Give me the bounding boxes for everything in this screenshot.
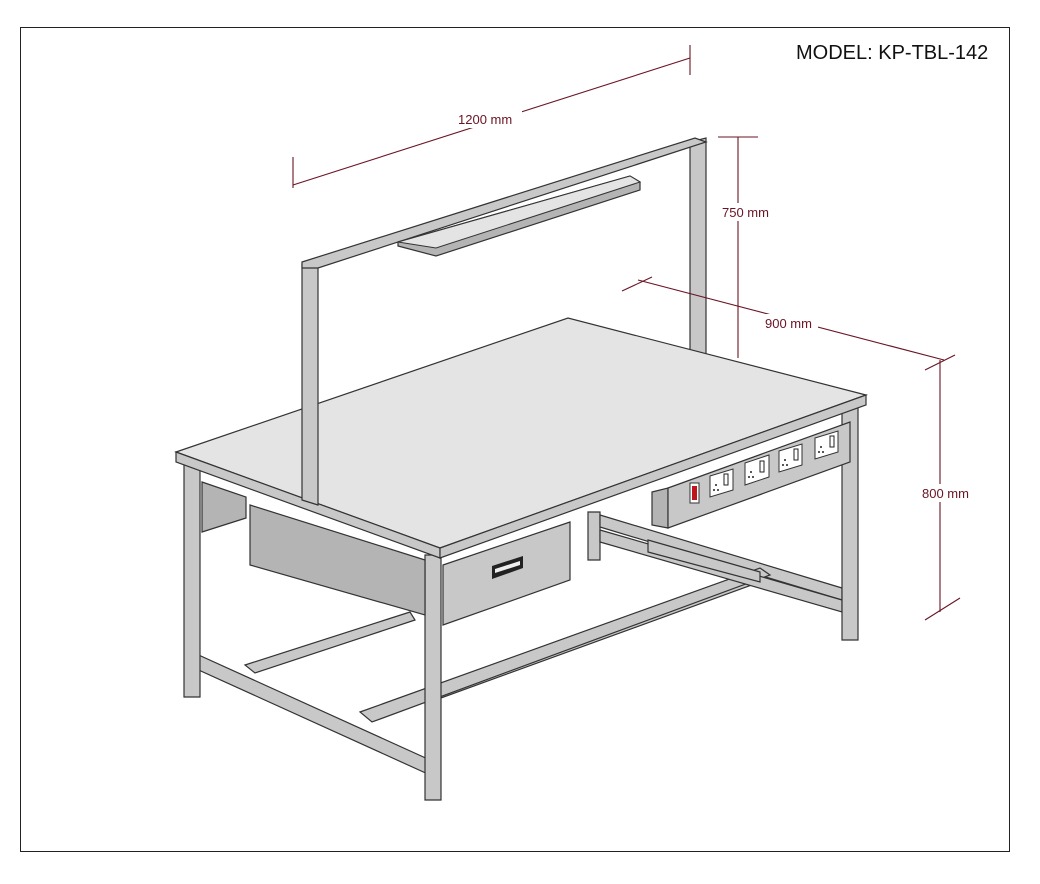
dimension-table-height-label: 800 mm [922, 486, 969, 501]
socket-outlet-3[interactable] [778, 443, 803, 473]
model-label: MODEL: KP-TBL-142 [796, 42, 989, 64]
drawer-housing [249, 504, 426, 616]
overhead-post-right [689, 137, 707, 356]
rail-center-cross [358, 567, 772, 723]
left-apron [201, 481, 247, 533]
back-leg [587, 511, 601, 561]
dimension-depth: 900 mm [621, 276, 956, 371]
dimension-overhead-height-label: 750 mm [722, 205, 769, 220]
socket-outlet-2[interactable] [744, 454, 770, 486]
leg-front-center [424, 554, 442, 801]
leg-front-left [183, 461, 201, 698]
rail-left-cross [243, 611, 416, 674]
dimension-depth-label: 900 mm [765, 316, 812, 331]
drawing-border [20, 27, 1010, 852]
overhead-beam [301, 137, 708, 269]
overhead-post-left [301, 259, 319, 506]
socket-panel-side [651, 487, 669, 529]
rail-middle-side [647, 539, 761, 583]
socket-outlet-4[interactable] [814, 430, 839, 460]
table-top-edge-right [439, 394, 867, 559]
socket-outlets [709, 430, 839, 498]
power-switch-icon[interactable] [692, 486, 697, 500]
dimension-table-height: 800 mm [920, 360, 978, 621]
dimension-width-label: 1200 mm [458, 112, 512, 127]
dimension-overhead-height: 750 mm [718, 136, 778, 358]
dimension-width: 1200 mm [292, 45, 691, 188]
socket-outlet-1[interactable] [709, 468, 734, 498]
